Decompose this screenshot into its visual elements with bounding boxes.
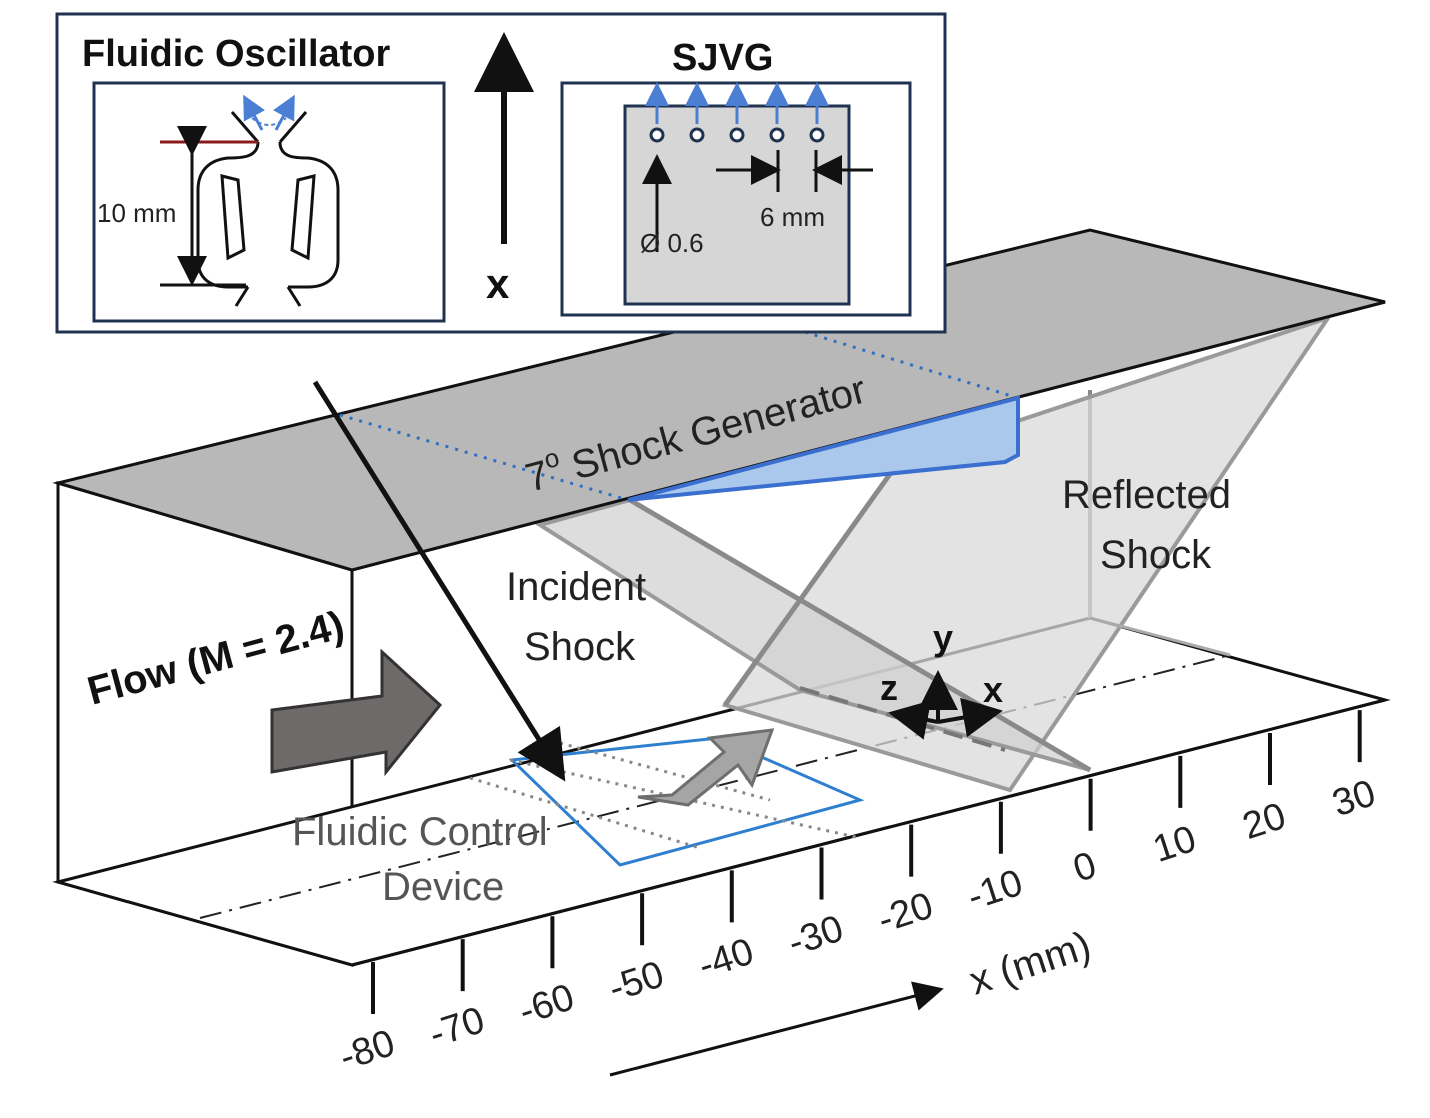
oscillator-inlet-right [286,286,302,307]
tick-label: -50 [604,953,669,1010]
tick-label: -20 [873,885,938,942]
coord-x-label: x [983,669,1003,710]
device-label-1: Fluidic Control [292,810,548,854]
tick-label: -10 [963,862,1028,919]
incident-shock-label-1: Incident [506,565,646,609]
oscillator-right-island [290,174,316,261]
tick-label: -40 [693,931,758,988]
reflected-shock-label-2: Shock [1100,533,1212,577]
flow-arrow [270,648,443,777]
reflected-shock-label-1: Reflected [1062,473,1231,517]
tick-label: 10 [1148,818,1201,871]
shock-back-trace [1089,616,1231,657]
oscillator-dimension-label: 10 mm [97,198,176,228]
tick-label: 20 [1238,795,1291,848]
sjvg-hole [729,127,745,143]
tick-label: -80 [335,1022,400,1079]
tick-label: 0 [1068,844,1101,890]
device-outline [508,736,865,867]
coord-x-axis [937,697,1003,738]
sjvg-title: SJVG [672,37,773,79]
sjvg-diameter-label: Ø 0.6 [640,228,704,258]
axis-title-arrow [609,981,944,1077]
incident-shock-line [628,497,1092,773]
coord-z-label: z [880,667,898,708]
reflected-shock-line [722,458,903,707]
pointer-arrow [312,380,566,782]
tick-label: -70 [424,999,489,1056]
shock-generator-guide-2 [804,330,1019,400]
fluidic-control-device [469,736,865,867]
oscillator-title: Fluidic Oscillator [82,33,390,75]
injection-arrow [637,728,775,807]
tunnel-front-floor-edge [351,698,1386,967]
shock-generator [339,330,1020,502]
axis-title: x (mm) [964,923,1096,1003]
device-dotted-line-3 [559,741,771,802]
device-label-2: Device [382,865,504,909]
oscillator-jet-left [243,94,266,131]
device-dotted-line-1 [469,776,701,850]
oscillator-inlet-left [234,286,250,307]
oscillator-outlet-right [278,111,308,143]
shock-generator-guide-1 [339,413,629,502]
coordinate-system: y z x [880,617,1003,740]
shock-generator-wedge [627,395,1020,502]
tick-label: 30 [1327,772,1380,825]
oscillator-left-island [220,174,246,261]
oscillator-outlet-left [230,111,260,143]
coord-y-label: y [933,617,953,658]
coord-z-axis [888,700,939,740]
sjvg-hole [649,127,665,143]
tick-label: -60 [514,976,579,1033]
device-dotted-line-2 [509,758,861,840]
inset-panel: Fluidic Oscillator 10 mm x SJVG 6 [55,12,947,334]
oscillator-sweep-arc [251,117,287,126]
oscillator-box [92,81,446,323]
oscillator-jet-right [272,94,295,131]
sjvg-jets [645,82,829,143]
inset-x-axis-label: x [486,260,510,307]
sjvg-hole [809,127,825,143]
incident-shock-label-2: Shock [524,625,636,669]
floor-centerline [199,654,1231,919]
sjvg-spacing-label: 6 mm [760,202,825,232]
tick-label: -30 [783,908,848,965]
sjvg-hole [769,127,785,143]
sjvg-hole [689,127,705,143]
